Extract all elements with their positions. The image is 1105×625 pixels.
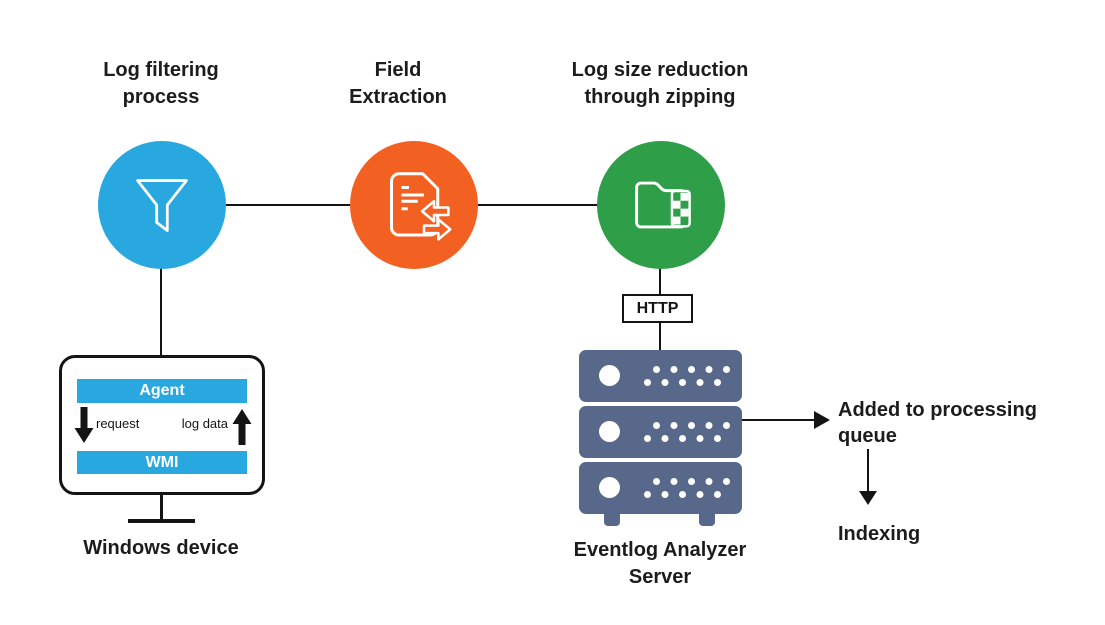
request-down-arrow-icon bbox=[74, 407, 94, 443]
http-protocol-box: HTTP bbox=[622, 294, 693, 323]
server-vent-dots bbox=[644, 491, 651, 498]
connector-zip-to-http bbox=[659, 268, 662, 295]
server-unit-2 bbox=[579, 406, 742, 458]
connector-extraction-to-zip bbox=[478, 204, 597, 207]
wmi-bar: WMI bbox=[77, 451, 247, 474]
funnel-icon bbox=[136, 179, 188, 232]
log-data-label: log data bbox=[181, 416, 228, 431]
queue-to-indexing-line bbox=[867, 449, 870, 493]
server-led bbox=[599, 421, 620, 442]
server-vent-dots bbox=[653, 422, 660, 429]
document-field-extraction-icon bbox=[390, 172, 452, 241]
server-vent-dots bbox=[653, 478, 660, 485]
field-extraction-header: Field Extraction bbox=[278, 57, 518, 111]
server-to-queue-line bbox=[742, 418, 816, 421]
server-vent-dots bbox=[644, 435, 651, 442]
server-caption-line2: Server bbox=[628, 566, 692, 588]
queue-label-line2: queue bbox=[838, 425, 897, 447]
indexing-arrowhead-icon bbox=[859, 491, 877, 505]
server-vent-dots bbox=[653, 366, 660, 373]
server-led bbox=[599, 477, 620, 498]
log-zipping-node bbox=[597, 141, 725, 269]
connector-http-to-server bbox=[659, 322, 662, 351]
monitor-stand-neck bbox=[160, 494, 163, 521]
field-extraction-node bbox=[350, 141, 478, 269]
request-label: request bbox=[96, 416, 140, 431]
connector-filter-to-device bbox=[160, 268, 163, 356]
monitor-stand-base bbox=[128, 519, 195, 523]
field-extraction-header-line1: Field bbox=[374, 59, 422, 81]
queue-label: Added to processing queue bbox=[838, 397, 1037, 449]
server-unit-3 bbox=[579, 462, 742, 514]
connector-filter-to-extraction bbox=[226, 204, 350, 207]
server-caption-line1: Eventlog Analyzer bbox=[573, 539, 747, 561]
log-size-reduction-header-line1: Log size reduction bbox=[571, 59, 749, 81]
queue-label-line1: Added to processing bbox=[838, 399, 1037, 421]
server-caption: Eventlog Analyzer Server bbox=[540, 537, 780, 591]
zipped-folder-icon bbox=[635, 181, 691, 229]
agent-bar: Agent bbox=[77, 379, 247, 403]
log-data-up-arrow-icon bbox=[232, 409, 252, 445]
queue-arrowhead-icon bbox=[814, 411, 830, 429]
server-unit-1 bbox=[579, 350, 742, 402]
log-filtering-header-line1: Log filtering bbox=[103, 59, 219, 81]
field-extraction-header-line2: Extraction bbox=[349, 86, 447, 108]
log-filtering-header: Log filtering process bbox=[41, 57, 281, 111]
log-size-reduction-header-line2: through zipping bbox=[584, 86, 736, 108]
log-filtering-node bbox=[98, 141, 226, 269]
log-size-reduction-header: Log size reduction through zipping bbox=[540, 57, 780, 111]
indexing-label: Indexing bbox=[838, 523, 921, 545]
server-vent-dots bbox=[644, 379, 651, 386]
windows-device-caption: Windows device bbox=[83, 537, 239, 559]
server-led bbox=[599, 365, 620, 386]
log-filtering-header-line2: process bbox=[122, 86, 200, 108]
